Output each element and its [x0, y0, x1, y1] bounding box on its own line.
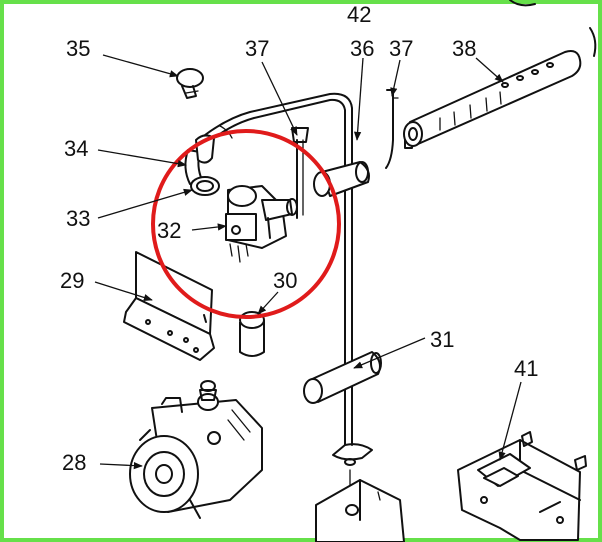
- part-31-sleeve: [303, 351, 382, 404]
- label-42: 42: [347, 2, 371, 27]
- label-29: 29: [60, 268, 84, 293]
- leader-lines: [94, 54, 522, 470]
- label-33: 33: [66, 206, 90, 231]
- label-30: 30: [273, 268, 297, 293]
- part-37-left-wire: [291, 127, 309, 219]
- part-36-sleeve: [313, 161, 370, 197]
- part-28-pump-motor: [129, 380, 263, 519]
- label-28: 28: [62, 450, 86, 475]
- bottom-center-housing: [315, 479, 405, 542]
- label-31: 31: [430, 327, 454, 352]
- label-32: 32: [157, 218, 181, 243]
- part-35-clamp: [176, 68, 204, 99]
- label-35: 35: [66, 36, 90, 61]
- part-38-tube: [403, 50, 582, 147]
- highlight-circle: [151, 129, 341, 319]
- label-38: 38: [452, 36, 476, 61]
- label-41: 41: [514, 356, 538, 381]
- part-33-ring: [190, 176, 220, 196]
- label-37-right: 37: [389, 36, 413, 61]
- label-37-left: 37: [245, 36, 269, 61]
- part-32-valve: [225, 185, 298, 263]
- label-34: 34: [64, 136, 88, 161]
- corner-marks: [509, 0, 597, 57]
- part-41-bracket: [457, 431, 587, 541]
- label-36: 36: [350, 36, 374, 61]
- part-36-rod: [204, 92, 373, 501]
- part-29-bracket: [123, 251, 215, 361]
